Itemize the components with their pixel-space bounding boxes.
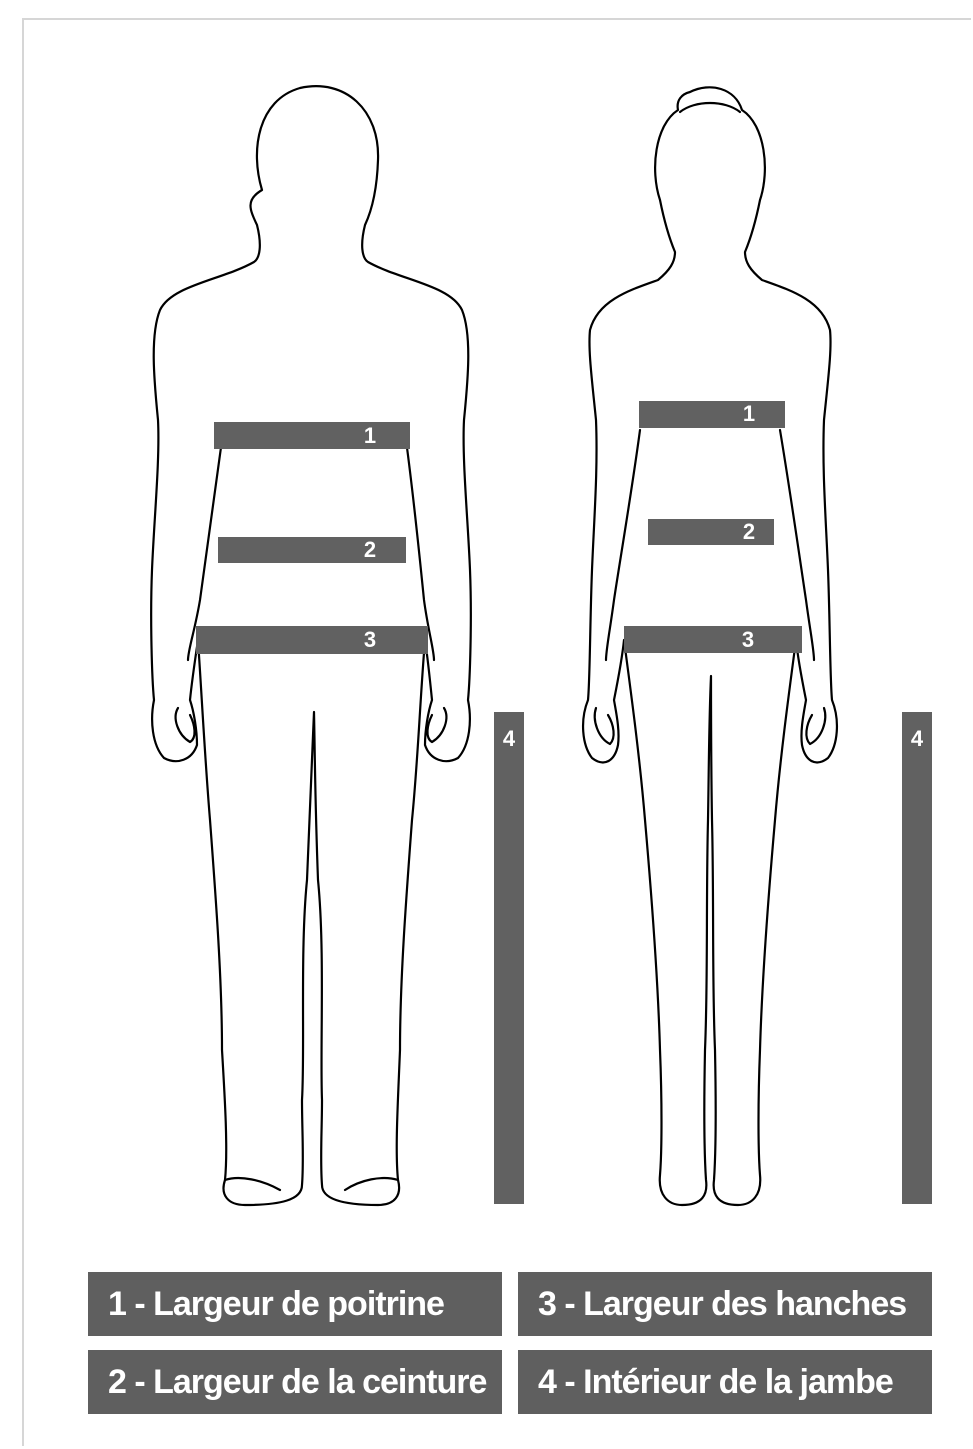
legend-inseam: 4 - Intérieur de la jambe <box>518 1350 932 1414</box>
female-band-1-label: 1 <box>743 401 755 426</box>
male-left-hand <box>176 708 195 742</box>
female-left-arm-inner <box>606 430 640 660</box>
male-band-1-label: 1 <box>364 423 376 448</box>
male-band-3 <box>196 626 428 654</box>
male-band-4-label: 4 <box>503 726 516 751</box>
female-left-hand <box>595 708 614 744</box>
legend-chest-width: 1 - Largeur de poitrine <box>88 1272 502 1336</box>
female-band-4-label: 4 <box>911 726 924 751</box>
female-band-1 <box>639 401 785 428</box>
male-band-3-label: 3 <box>364 627 376 652</box>
legend-hip-width: 3 - Largeur des hanches <box>518 1272 932 1336</box>
female-band-4 <box>902 712 932 1204</box>
female-figure: 1 2 3 4 <box>583 87 932 1205</box>
female-band-3 <box>624 626 802 653</box>
male-right-foot <box>345 1178 398 1190</box>
male-right-hand <box>427 708 446 742</box>
male-left-foot <box>225 1178 280 1190</box>
male-band-1 <box>214 422 410 449</box>
male-figure: 1 2 3 4 <box>151 86 524 1205</box>
female-band-2-label: 2 <box>743 519 755 544</box>
male-band-2-label: 2 <box>364 537 376 562</box>
legend-waist-width: 2 - Largeur de la ceinture <box>88 1350 502 1414</box>
female-hair-bun <box>680 103 740 112</box>
female-right-arm-inner <box>780 430 814 660</box>
male-band-2 <box>218 537 406 563</box>
female-right-hand <box>806 708 825 744</box>
female-band-3-label: 3 <box>742 627 754 652</box>
male-band-4 <box>494 712 524 1204</box>
